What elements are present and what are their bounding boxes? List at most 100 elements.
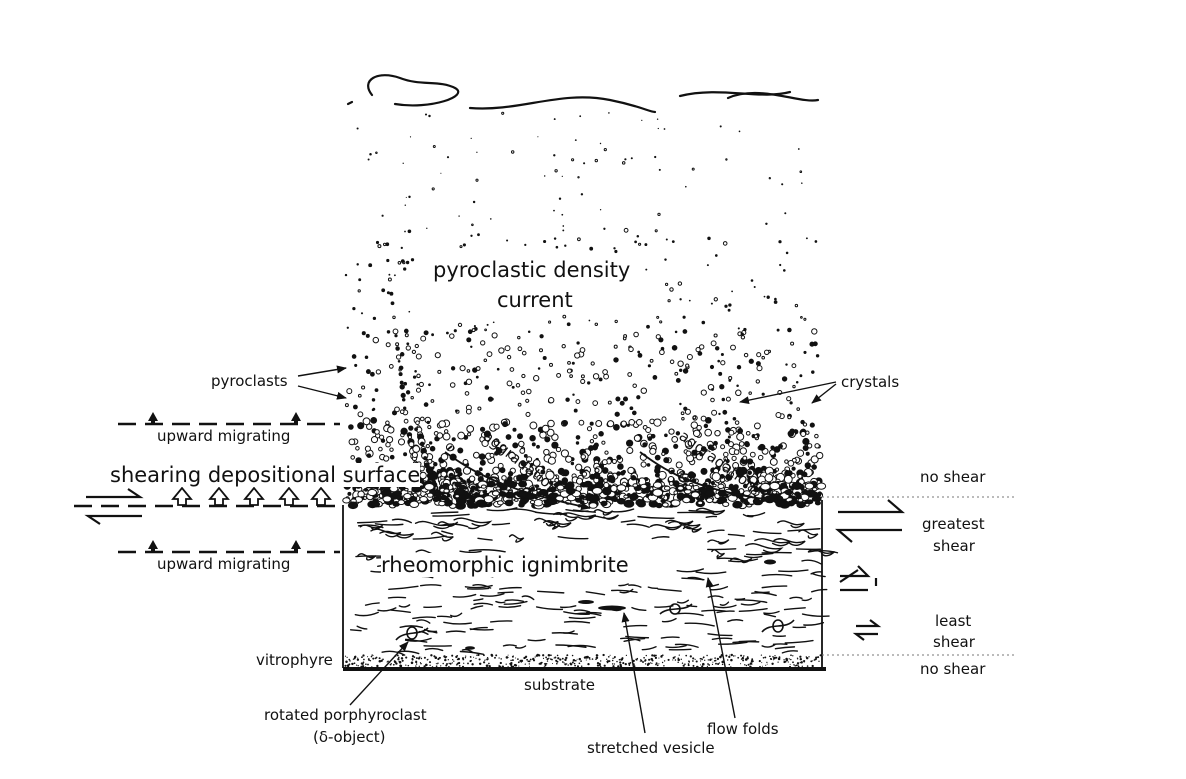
pyroclast-particle bbox=[469, 476, 475, 482]
pyroclast-particle bbox=[515, 492, 520, 495]
pyroclast-particle bbox=[544, 449, 550, 455]
pyroclast-particle bbox=[490, 218, 492, 220]
vitrophyre-dot bbox=[564, 662, 565, 663]
vitrophyre-dot bbox=[752, 664, 753, 665]
vitrophyre-dot bbox=[675, 659, 677, 661]
vitrophyre-dot bbox=[515, 657, 516, 658]
vitrophyre-dot bbox=[494, 657, 496, 659]
pyroclast-particle bbox=[426, 228, 427, 229]
pyroclast-particle bbox=[367, 453, 372, 458]
pyroclast-particle bbox=[633, 484, 638, 487]
shear-streak bbox=[426, 649, 443, 651]
vitrophyre-dot bbox=[367, 664, 369, 666]
pyroclast-particle bbox=[614, 250, 617, 253]
vitrophyre-dot bbox=[456, 664, 458, 666]
pyroclast-particle bbox=[347, 327, 349, 329]
pyroclast-particle bbox=[686, 364, 689, 367]
shear-streak bbox=[624, 626, 647, 627]
pyroclast-particle bbox=[717, 499, 723, 503]
vitrophyre-dot bbox=[806, 657, 808, 659]
pyroclast-particle bbox=[492, 333, 497, 338]
pyroclast-particle bbox=[805, 462, 811, 468]
pyroclast-particle bbox=[679, 298, 681, 300]
pyroclast-particle bbox=[403, 452, 407, 456]
pyroclast-particle bbox=[721, 361, 725, 365]
pyroclast-particle bbox=[588, 445, 594, 451]
vitrophyre-dot bbox=[604, 665, 606, 667]
pyroclast-particle bbox=[384, 456, 389, 461]
shear-streak bbox=[811, 572, 821, 574]
pyroclast-particle bbox=[679, 369, 682, 372]
pyroclast-particle bbox=[602, 460, 607, 465]
pyroclast-particle bbox=[536, 445, 540, 449]
pyroclast-particle bbox=[603, 490, 610, 495]
pyroclast-particle bbox=[758, 455, 762, 459]
pyroclast-particle bbox=[627, 447, 633, 453]
vitrophyre-dot bbox=[625, 663, 627, 665]
vitrophyre-dot bbox=[373, 655, 374, 656]
upward-migrating-label-bottom: upward migrating bbox=[157, 555, 290, 573]
vitrophyre-dot bbox=[614, 663, 615, 664]
vitrophyre-dot bbox=[538, 654, 540, 656]
shear-streak bbox=[632, 608, 646, 611]
vitrophyre-dot bbox=[692, 657, 694, 659]
pyroclast-particle bbox=[465, 489, 468, 491]
pyroclast-particle bbox=[372, 502, 380, 507]
pyroclast-particle bbox=[566, 456, 572, 462]
pyroclast-particle bbox=[499, 348, 504, 353]
vitrophyre-dot bbox=[731, 654, 733, 656]
pyroclast-particle bbox=[557, 373, 561, 377]
vitrophyre-dot bbox=[506, 656, 509, 659]
pyroclast-particle bbox=[530, 422, 537, 429]
pyroclast-particle bbox=[687, 354, 692, 359]
vitrophyre-dot bbox=[722, 664, 724, 666]
pyroclast-particle bbox=[375, 388, 379, 392]
vitrophyre-dot bbox=[491, 655, 493, 657]
pyroclast-particle bbox=[518, 347, 522, 351]
shear-streak bbox=[355, 612, 378, 615]
pyroclast-particle bbox=[388, 278, 391, 281]
pyroclast-particle bbox=[532, 442, 536, 446]
vitrophyre-dot bbox=[379, 657, 381, 659]
pyroclast-particle bbox=[568, 362, 571, 365]
vitrophyre-dot bbox=[391, 663, 392, 664]
vitrophyre-dot bbox=[597, 664, 599, 666]
pyroclast-particle bbox=[689, 300, 691, 302]
pyroclast-particle bbox=[399, 366, 404, 371]
pyroclast-particle bbox=[562, 420, 568, 426]
vitrophyre-dot bbox=[572, 655, 574, 657]
pyroclast-particle bbox=[505, 346, 510, 351]
shear-streak bbox=[522, 596, 533, 600]
pyroclast-particle bbox=[812, 329, 817, 334]
pyroclast-particle bbox=[387, 490, 392, 493]
vitrophyre-dot bbox=[401, 657, 403, 659]
pyroclast-particle bbox=[601, 501, 607, 505]
pyroclast-particle bbox=[701, 321, 705, 325]
vitrophyre-dot bbox=[746, 657, 748, 659]
pyroclast-particle bbox=[598, 431, 604, 437]
shear-streak bbox=[611, 509, 633, 512]
pyroclast-particle bbox=[450, 383, 455, 388]
vitrophyre-dot bbox=[663, 665, 665, 667]
pyroclast-particle bbox=[463, 243, 466, 246]
pyroclast-particle bbox=[654, 156, 656, 158]
vitrophyre-dot bbox=[565, 657, 567, 659]
pyroclast-particle bbox=[589, 320, 591, 322]
pyroclast-particle bbox=[624, 158, 626, 160]
pyroclast-particle bbox=[762, 393, 765, 396]
pyroclast-particle bbox=[562, 345, 565, 348]
vitrophyre-dot bbox=[510, 660, 512, 662]
vitrophyre-dot bbox=[614, 657, 615, 658]
pyroclast-particle bbox=[396, 343, 399, 346]
vitrophyre-dot bbox=[479, 658, 481, 660]
pyroclast-particle bbox=[754, 435, 757, 438]
pyroclast-particle bbox=[474, 325, 476, 327]
pyroclast-particle bbox=[711, 341, 716, 346]
pyroclast-particle bbox=[622, 162, 625, 165]
vitrophyre-dot bbox=[455, 656, 457, 658]
vitrophyre-dot bbox=[767, 664, 768, 665]
vitrophyre-dot bbox=[508, 655, 509, 656]
pyroclast-particle bbox=[404, 494, 411, 499]
vitrophyre-dot bbox=[800, 661, 802, 663]
vitrophyre-dot bbox=[476, 655, 477, 656]
